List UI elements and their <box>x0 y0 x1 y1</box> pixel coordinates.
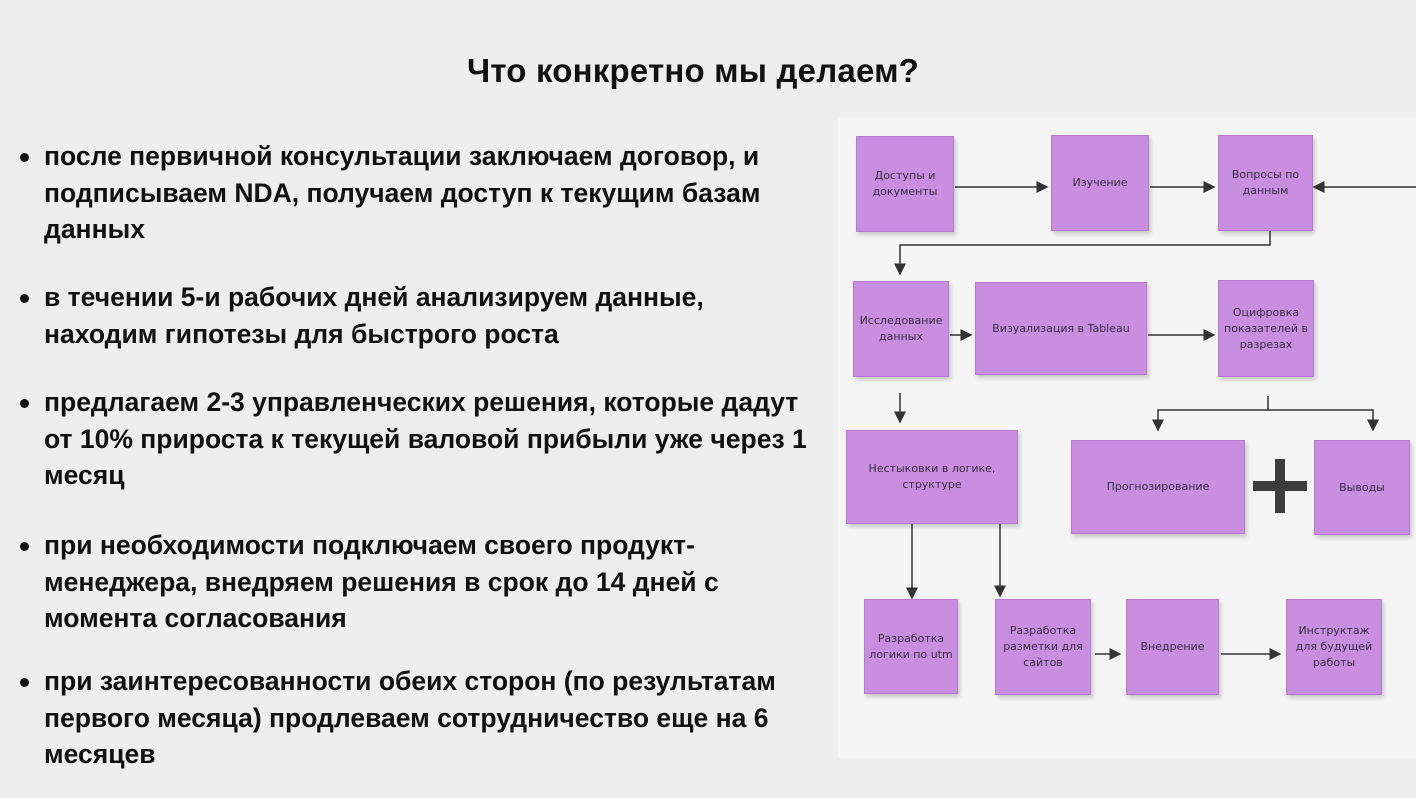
node-instruction: Инструктаж для будущей работы <box>1286 599 1382 695</box>
flow-bracket <box>1268 409 1379 432</box>
flow-arrow <box>894 222 1271 276</box>
bullet-item: при заинтересованности обеих сторон (по … <box>18 663 818 773</box>
process-flowchart: Доступы и документы Изучение Вопросы по … <box>838 118 1416 758</box>
page-title: Что конкретно мы делаем? <box>466 52 920 89</box>
node-study: Изучение <box>1051 135 1149 231</box>
node-implementation: Внедрение <box>1126 599 1219 695</box>
bullet-item: при необходимости подключаем своего прод… <box>18 527 818 637</box>
node-conclusions: Выводы <box>1314 440 1410 535</box>
plus-icon <box>1275 459 1285 513</box>
node-research: Исследование данных <box>853 281 949 377</box>
node-markup: Разработка разметки для сайтов <box>995 599 1091 695</box>
node-tableau: Визуализация в Tableau <box>975 282 1147 375</box>
flow-arrows <box>894 181 1416 660</box>
node-questions: Вопросы по данным <box>1218 135 1313 231</box>
flow-bracket <box>1152 396 1269 432</box>
node-digitize: Оцифровка показателей в разрезах <box>1218 280 1314 377</box>
node-access: Доступы и документы <box>856 136 954 232</box>
bullet-item: предлагаем 2-3 управленческих решения, к… <box>18 384 818 494</box>
bullet-item: в течении 5-и рабочих дней анализируем д… <box>18 279 818 352</box>
node-forecast: Прогнозирование <box>1071 440 1245 534</box>
node-mismatch: Нестыковки в логике, структуре <box>846 430 1018 524</box>
bullet-item: после первичной консультации заключаем д… <box>18 138 818 248</box>
node-utm: Разработка логики по utm <box>864 599 958 694</box>
